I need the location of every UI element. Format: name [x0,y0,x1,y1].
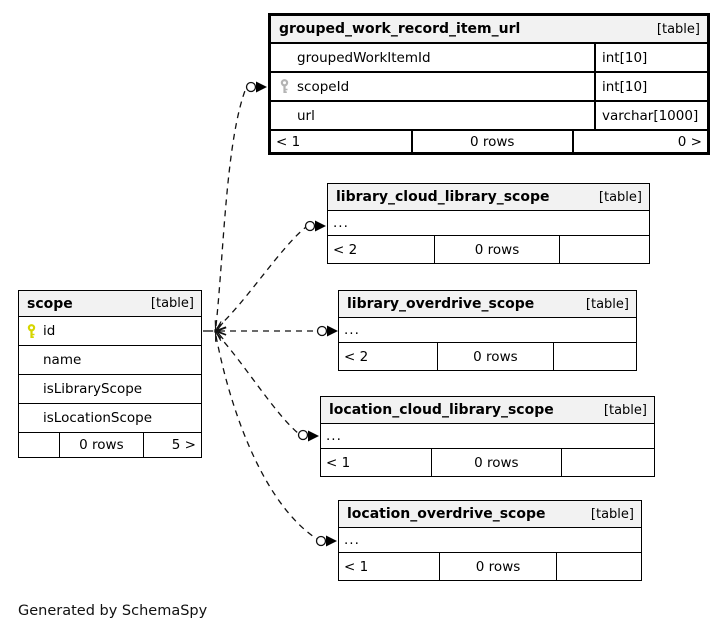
collapsed-columns-row: ... [321,424,654,449]
table-title: library_overdrive_scope [347,296,535,312]
arrowhead-icon [256,81,267,93]
rel-scope-library-cloud [216,226,307,329]
parents-count: < 2 [344,348,369,365]
table-type-badge: [table] [150,296,194,311]
column-name: name [43,352,82,368]
column-name: groupedWorkItemId [297,49,431,66]
row-count: 0 rows [59,433,143,457]
table-footer: < 1 0 rows [339,553,641,580]
foreign-key-icon [271,79,297,94]
table-footer: < 2 0 rows [328,236,649,263]
column-name: url [297,107,315,124]
table-type-badge: [table] [656,21,700,37]
table-node-location-overdrive-scope[interactable]: location_overdrive_scope [table] ... < 1… [338,500,642,581]
row-count: 0 rows [410,131,572,152]
table-title: scope [27,295,73,312]
table-footer: < 1 0 rows [321,449,654,476]
column-name: isLibraryScope [43,381,143,397]
zero-circle-icon [297,429,309,441]
column-name: scopeId [297,78,350,95]
parents-count: < 1 [326,454,351,471]
table-footer: < 1 0 rows 0 > [271,131,707,152]
column-row: isLibraryScope [19,375,201,404]
table-header[interactable]: grouped_work_record_item_url [table] [271,16,707,44]
children-count [552,343,636,370]
column-type: int[10] [594,73,707,100]
rel-scope-location-overdrive [215,335,318,540]
arrowhead-icon [326,535,337,547]
column-row: scopeId int[10] [271,73,707,102]
table-header[interactable]: library_overdrive_scope [table] [339,291,636,318]
column-row: name [19,346,201,375]
table-type-badge: [table] [598,189,642,205]
table-header[interactable]: scope [table] [19,291,201,317]
zero-circle-icon [316,325,328,337]
children-count [556,553,641,580]
table-type-badge: [table] [590,506,634,522]
table-title: library_cloud_library_scope [336,189,550,205]
children-count: 0 > [571,131,707,152]
table-node-location-cloud-library-scope[interactable]: location_cloud_library_scope [table] ...… [320,396,655,477]
table-footer: 0 rows 5 > [19,433,201,457]
row-count: 0 rows [438,553,557,580]
column-name: id [43,323,56,339]
row-count: 0 rows [430,449,561,476]
table-header[interactable]: library_cloud_library_scope [table] [328,184,649,211]
table-node-library-cloud-library-scope[interactable]: library_cloud_library_scope [table] ... … [327,183,650,264]
zero-circle-icon [304,220,316,232]
rel-scope-grouped [215,87,247,327]
parents-count [19,433,59,457]
table-node-grouped-work-record-item-url[interactable]: grouped_work_record_item_url [table] gro… [268,13,710,155]
rel-scope-location-cloud [216,333,300,435]
parents-count: < 1 [276,133,301,150]
ellipsis-label: ... [344,322,360,338]
column-row: groupedWorkItemId int[10] [271,44,707,73]
ellipsis-label: ... [344,532,360,548]
row-count: 0 rows [437,343,553,370]
table-title: grouped_work_record_item_url [279,21,521,37]
column-row: url varchar[1000] [271,102,707,131]
column-row: isLocationScope [19,404,201,433]
table-header[interactable]: location_overdrive_scope [table] [339,501,641,528]
collapsed-columns-row: ... [339,318,636,343]
zero-circle-icon [315,535,327,547]
column-row: id [19,317,201,346]
row-count: 0 rows [433,236,559,263]
table-footer: < 2 0 rows [339,343,636,370]
collapsed-columns-row: ... [339,528,641,553]
children-count [560,449,654,476]
table-title: location_cloud_library_scope [329,402,554,418]
table-type-badge: [table] [585,296,629,312]
column-name: isLocationScope [43,410,153,426]
zero-circle-icon [245,81,257,93]
arrowhead-icon [327,325,338,337]
children-count [559,236,649,263]
collapsed-columns-row: ... [328,211,649,236]
table-title: location_overdrive_scope [347,506,546,522]
table-node-scope[interactable]: scope [table] id name isLibraryScope isL… [18,290,202,458]
ellipsis-label: ... [326,428,342,444]
open-arrow-icon [215,328,224,342]
parents-count: < 1 [344,558,369,575]
table-header[interactable]: location_cloud_library_scope [table] [321,397,654,424]
column-type: varchar[1000] [594,102,707,129]
primary-key-icon [19,323,43,339]
table-node-library-overdrive-scope[interactable]: library_overdrive_scope [table] ... < 2 … [338,290,637,371]
column-type: int[10] [594,44,707,71]
table-type-badge: [table] [603,402,647,418]
children-count: 5 > [142,433,201,457]
ellipsis-label: ... [333,215,349,231]
generated-by-note: Generated by SchemaSpy [18,603,208,619]
arrowhead-icon [315,220,326,232]
arrowhead-icon [308,430,319,442]
parents-count: < 2 [333,241,358,258]
